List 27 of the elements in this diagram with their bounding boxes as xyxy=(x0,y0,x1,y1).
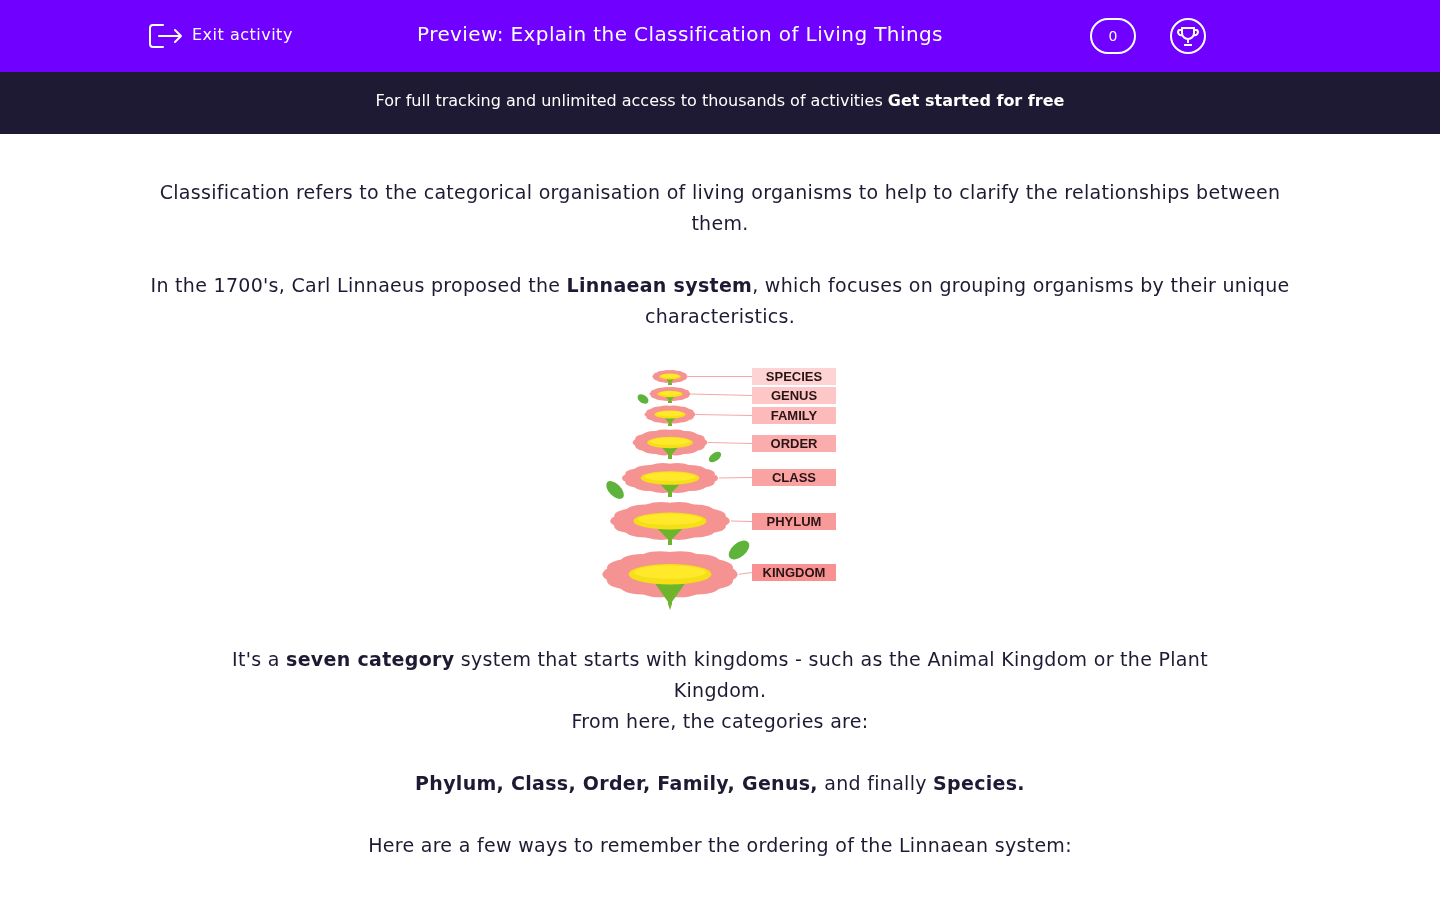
category-label: PHYLUM xyxy=(752,513,836,530)
leader-line xyxy=(690,393,753,397)
exit-link: Exit activity xyxy=(192,25,293,44)
paragraph: Here are a few ways to remember the ordering of the Linnaean system: xyxy=(367,833,1073,858)
flower-head-drawing xyxy=(652,368,688,385)
leader-line xyxy=(730,520,753,523)
leader-line xyxy=(687,375,753,378)
category-label: FAMILY xyxy=(752,407,836,424)
paragraph: Phylum, Class, Order, Family, Genus, and finally Species. xyxy=(414,771,1026,796)
category-label: CLASS xyxy=(752,469,836,486)
flower-head-drawing xyxy=(644,403,696,426)
paragraph: Classification refers to the categorical organisation of living organisms to help to clarify the relationships between them. xyxy=(158,180,1282,236)
paragraph: It's a seven category system that starts with kingdoms - such as the Animal Kingdom or the Plant Kingdom. xyxy=(231,647,1209,703)
score-counter: 0 xyxy=(1090,18,1136,54)
leader-line xyxy=(738,571,753,575)
paragraph: In the 1700's, Carl Linnaeus proposed the Linnaean system, which focuses on grouping organisms by their unique characteristics. xyxy=(150,273,1290,329)
category-label: KINGDOM xyxy=(752,564,836,581)
leader-line xyxy=(695,413,753,417)
page-title: Preview: Explain the Classification of Living Things xyxy=(416,22,944,46)
category-label: SPECIES xyxy=(752,368,836,385)
promo-banner-text: For full tracking and unlimited access to thousands of activities Get started for free xyxy=(374,91,1066,110)
flower-head-drawing xyxy=(649,385,691,403)
paragraph: From here, the categories are: xyxy=(570,709,870,734)
leader-line xyxy=(707,441,753,445)
category-label: GENUS xyxy=(752,387,836,404)
category-label: ORDER xyxy=(752,435,836,452)
leader-line xyxy=(718,476,753,479)
